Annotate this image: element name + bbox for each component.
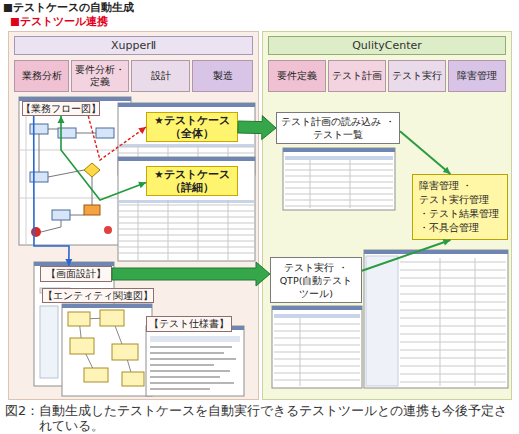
qtp-screenshot (274, 314, 360, 318)
plan-screenshot (283, 148, 395, 210)
testcase-detail-screenshot (118, 157, 255, 261)
execution-screenshot (400, 258, 506, 386)
execution-screenshot (366, 256, 398, 386)
flow-screenshot (84, 205, 100, 215)
flow-arrow (88, 116, 146, 160)
phase-tab: 障害管理 (448, 60, 506, 92)
artifact-label: 【画面設計】 (40, 266, 112, 282)
flow-screenshot (30, 124, 48, 134)
entity-diagram-screenshot (122, 372, 144, 386)
phase-tab: テスト実行 (388, 60, 446, 92)
flow-screenshot (84, 163, 100, 177)
flow-screenshot (19, 150, 131, 151)
arrow-head (58, 116, 65, 123)
spec-screenshot (150, 347, 236, 389)
connector-line (34, 116, 69, 266)
spec-screenshot (146, 326, 244, 396)
flow-arrow (58, 116, 147, 200)
node-text: 業務分析 (22, 70, 62, 82)
testcase-detail-screenshot (119, 200, 254, 203)
node-text: テスト計画の読み込み ・テスト一覧 (277, 115, 399, 141)
node-text: 【業務フロー図】 (21, 103, 101, 115)
plan-screenshot (285, 160, 393, 208)
node-text: 障害管理 (457, 70, 497, 82)
test-case-box: ★テストケース （全体） (146, 112, 238, 142)
execution-screenshot (364, 250, 508, 254)
panel-header: XupperⅡ (14, 36, 253, 55)
flow-screenshot (26, 101, 27, 245)
spec-screenshot (146, 326, 244, 396)
flow-screenshot (30, 172, 48, 182)
entity-diagram-screenshot (62, 304, 152, 396)
node-text: テスト実行 ・QTP(自動テスト ツール) (271, 261, 361, 300)
node-text: 要件定義 (277, 70, 317, 82)
flow-arrow (34, 116, 73, 266)
spec-screenshot (150, 336, 240, 342)
qtp-screenshot (274, 318, 360, 386)
entity-diagram-screenshot (112, 344, 138, 360)
section-label: ■テストツール連携 (10, 15, 108, 29)
plan-screenshot (283, 148, 395, 152)
execution-screenshot (364, 250, 508, 388)
arrow-head (138, 127, 146, 134)
entity-diagram-screenshot (62, 304, 152, 396)
node-text: 【テスト仕様書】 (149, 318, 229, 330)
flow-screenshot (96, 128, 114, 138)
node-text: ★テストケース （全体） (147, 114, 237, 140)
artifact-label: 【エンティティ関連図】 (42, 288, 154, 303)
node-text: テスト計画 (332, 70, 382, 82)
flow-screenshot (58, 128, 76, 138)
node-text: 製造 (213, 70, 233, 82)
connector-line (88, 116, 146, 160)
testcase-detail-screenshot (119, 200, 254, 260)
plan-screenshot (285, 156, 393, 160)
node-text: 設計 (151, 70, 171, 82)
phase-tab: 業務分析 (14, 60, 69, 92)
flow-screenshot (31, 227, 41, 237)
phase-tab: 製造 (192, 60, 253, 92)
phase-tab: 要件定義 (268, 60, 326, 92)
node-text: テスト実行 (392, 70, 442, 82)
node-text: ★テストケース （詳細） (147, 168, 237, 194)
artifact-label: 【テスト仕様書】 (146, 316, 232, 332)
phase-tab: テスト計画 (328, 60, 386, 92)
defect-management-box: 障害管理 ・テスト実行管理 ・テスト結果管理 ・不具合管理 (412, 174, 508, 240)
connector-line (61, 116, 146, 200)
function-box: テスト実行 ・QTP(自動テスト ツール) (270, 257, 362, 303)
panel-header: QulityCenter (268, 36, 506, 55)
qtp-screenshot (272, 306, 362, 388)
screen-design-screenshot (40, 306, 58, 378)
qtp-screenshot (272, 306, 362, 388)
page-title: ■テストケースの自動生成 (3, 1, 134, 15)
test-case-box: ★テストケース （詳細） (146, 166, 238, 196)
flow-screenshot (19, 97, 131, 245)
testcase-screenshot (118, 103, 255, 107)
entity-diagram-screenshot (100, 310, 124, 326)
node-text: 【画面設計】 (46, 268, 106, 280)
flow-screenshot (52, 210, 70, 220)
function-box: テスト計画の読み込み ・テスト一覧 (276, 112, 400, 144)
flow-screenshot (19, 97, 131, 245)
node-text: 【エンティティ関連図】 (43, 290, 153, 302)
node-text: 障害管理 ・テスト実行管理 ・テスト結果管理 ・不具合管理 (419, 179, 501, 235)
flow-screenshot (19, 198, 131, 199)
testcase-detail-screenshot (118, 157, 255, 161)
execution-screenshot (364, 250, 508, 388)
artifact-label: 【業務フロー図】 (22, 101, 100, 116)
entity-diagram-screenshot (84, 368, 108, 382)
entity-diagram-screenshot (70, 338, 94, 354)
phase-tab: 要件分析・ 定義 (71, 60, 129, 92)
entity-diagram-screenshot (62, 304, 152, 308)
plan-screenshot (283, 148, 395, 210)
testcase-detail-screenshot (118, 157, 255, 261)
figure-caption: 図2：自動生成したテストケースを自動実行できるテストツールとの連携も今後予定され… (5, 403, 515, 433)
phase-tab: 設計 (131, 60, 190, 92)
qtp-screenshot (272, 306, 362, 310)
flow-screenshot (104, 226, 112, 234)
entity-diagram-screenshot (68, 312, 90, 326)
arrow-head (138, 182, 146, 189)
node-text: 要件分析・ 定義 (72, 64, 128, 88)
